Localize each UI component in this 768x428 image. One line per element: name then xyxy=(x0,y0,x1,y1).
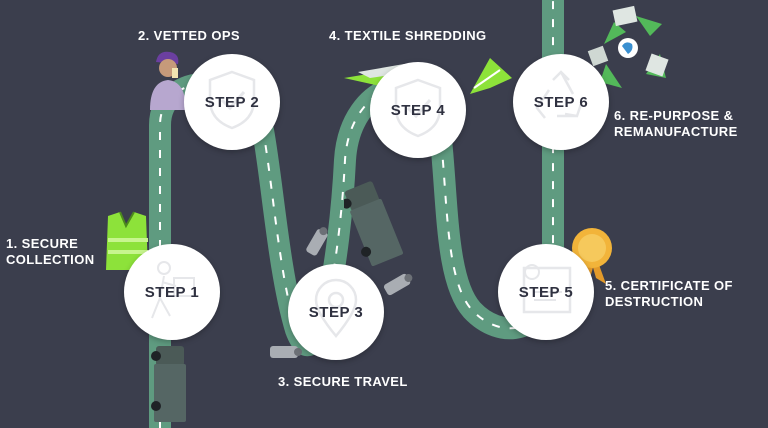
shield-check-icon xyxy=(208,70,256,130)
step-label: STEP 4 xyxy=(390,101,446,119)
step-label: STEP 6 xyxy=(533,93,589,111)
step-label: STEP 1 xyxy=(144,283,200,301)
caption-line: REMANUFACTURE xyxy=(614,124,738,139)
person-carrying-box-icon xyxy=(151,261,195,319)
step-5-circle: STEP 5 xyxy=(498,244,594,340)
hi-vis-vest-icon xyxy=(106,211,148,270)
step-label: STEP 5 xyxy=(518,283,574,301)
step-2-caption: 2. VETTED OPS xyxy=(138,28,240,44)
cctv-camera-icon xyxy=(270,346,302,358)
caption-line: 2. VETTED OPS xyxy=(138,28,241,43)
step-label: STEP 3 xyxy=(308,303,364,321)
map-pin-icon xyxy=(314,278,358,338)
step-1-caption: 1. SECURE COLLECTION xyxy=(6,236,95,268)
road-center-line xyxy=(159,0,554,428)
caption-line: 5. CERTIFICATE OF xyxy=(605,278,733,293)
certificate-icon xyxy=(522,264,572,314)
truck-icon xyxy=(151,346,186,422)
caption-line: 4. TEXTILE SHREDDING xyxy=(329,28,487,43)
person-thinking-icon xyxy=(150,51,186,110)
caption-line: COLLECTION xyxy=(6,252,95,267)
step-6-circle: STEP 6 xyxy=(513,54,609,150)
step-4-circle: STEP 4 xyxy=(370,62,466,158)
caption-line: 3. SECURE TRAVEL xyxy=(278,374,408,389)
caption-line: DESTRUCTION xyxy=(605,294,704,309)
recycle-icon xyxy=(535,70,583,119)
step-2-circle: STEP 2 xyxy=(184,54,280,150)
award-rosette-icon xyxy=(572,228,612,284)
caption-line: 1. SECURE xyxy=(6,236,79,251)
step-5-caption: 5. CERTIFICATE OF DESTRUCTION xyxy=(605,278,733,310)
step-1-circle: STEP 1 xyxy=(124,244,220,340)
cctv-camera-icon xyxy=(306,227,328,256)
shield-check-icon xyxy=(394,78,442,138)
caption-line: 6. RE-PURPOSE & xyxy=(614,108,734,123)
cctv-camera-icon xyxy=(383,273,413,296)
recycle-arrows-icon xyxy=(587,5,669,88)
step-3-circle: STEP 3 xyxy=(288,264,384,360)
step-3-caption: 3. SECURE TRAVEL xyxy=(278,374,408,390)
step-4-caption: 4. TEXTILE SHREDDING xyxy=(329,28,487,44)
step-label: STEP 2 xyxy=(204,93,260,111)
step-6-caption: 6. RE-PURPOSE & REMANUFACTURE xyxy=(614,108,738,140)
truck-icon xyxy=(344,181,403,266)
